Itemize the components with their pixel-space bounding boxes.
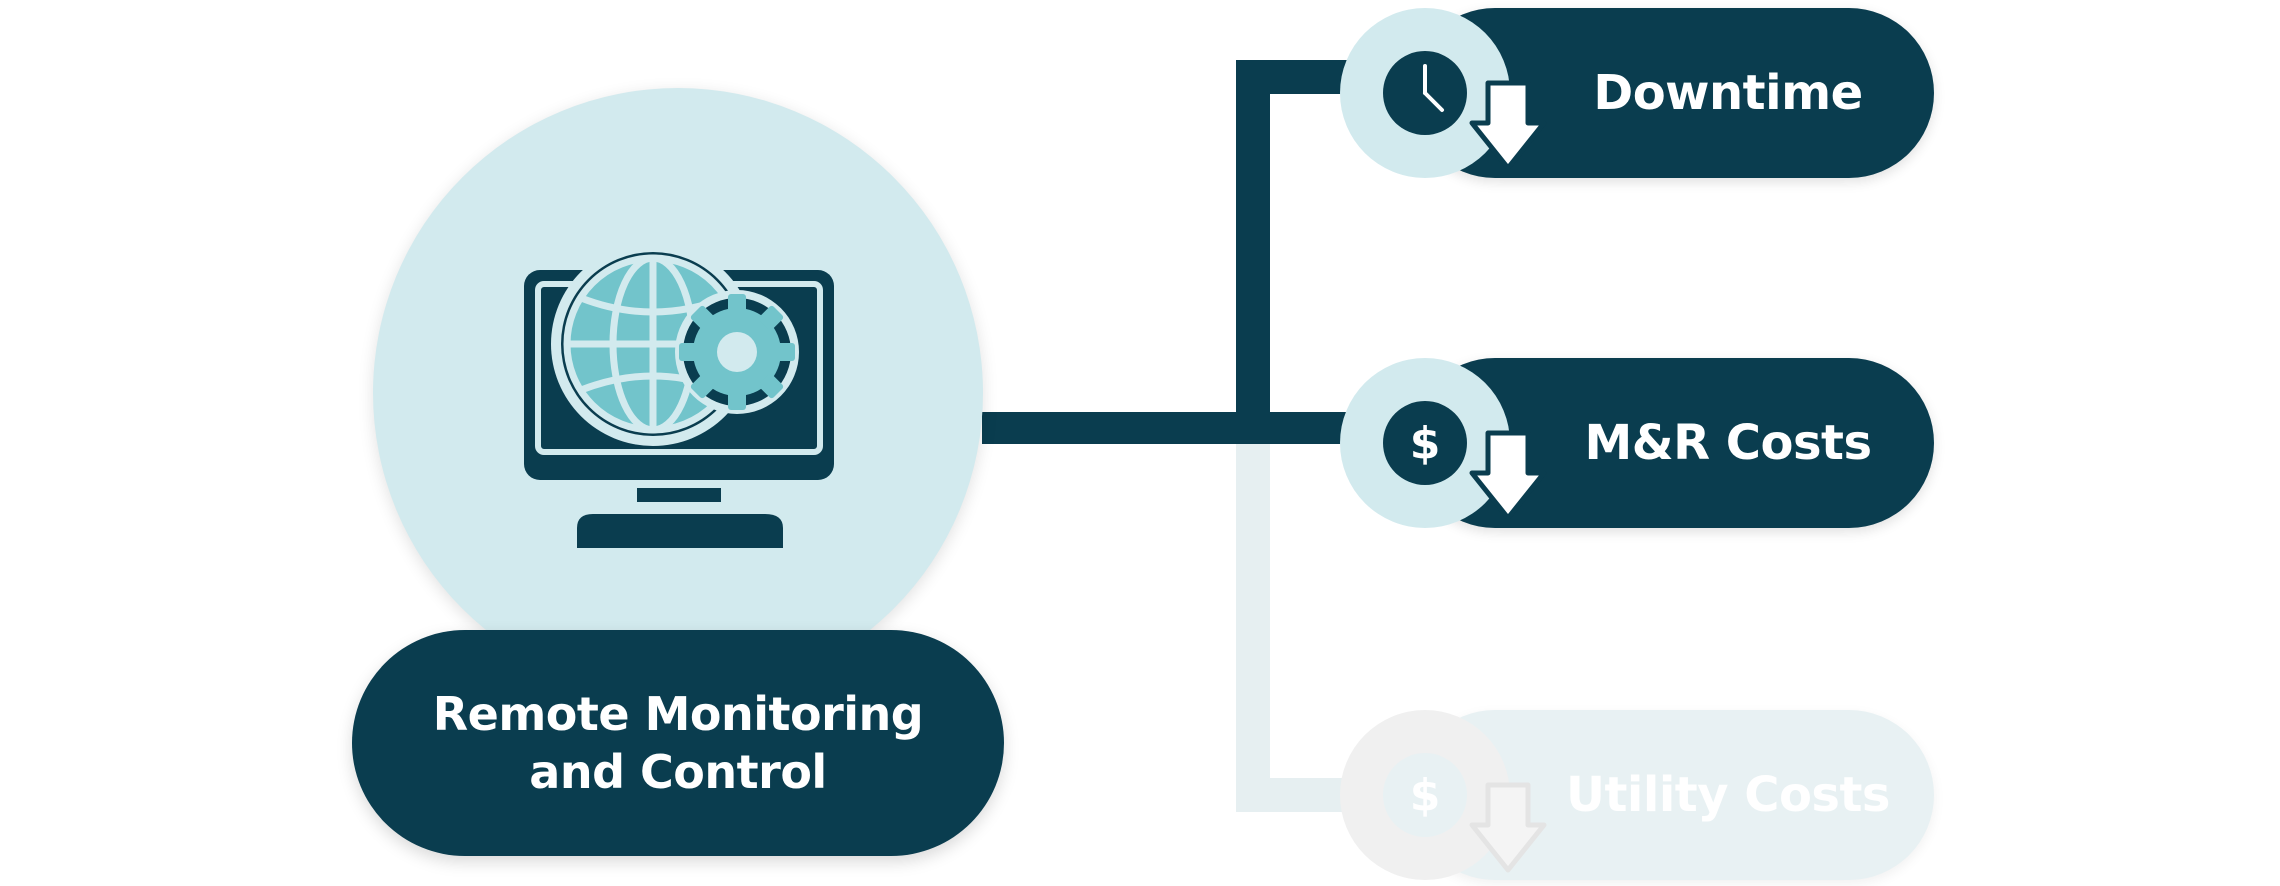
outcome-downtime: Downtime xyxy=(1340,8,1934,178)
hub-label-line2: and Control xyxy=(529,745,827,799)
connector-to-downtime xyxy=(1236,60,1352,94)
svg-text:$: $ xyxy=(1410,418,1441,469)
outcome-label: Utility Costs xyxy=(1565,767,1891,823)
outcome-mr-costs: $ M&R Costs xyxy=(1340,358,1934,528)
down-arrow-icon xyxy=(1469,430,1547,521)
connector-vertical-top xyxy=(1236,60,1270,444)
clock-icon xyxy=(1383,51,1547,171)
outcome-utility-costs: $ Utility Costs xyxy=(1340,710,1934,880)
hub-label: Remote Monitoring and Control xyxy=(432,685,924,801)
monitor-globe-gear-icon xyxy=(524,242,834,548)
outcome-label: Downtime xyxy=(1593,65,1863,121)
connector-hub-to-branch xyxy=(982,412,1352,444)
hub-label-line1: Remote Monitoring xyxy=(432,687,924,741)
down-arrow-icon xyxy=(1469,80,1547,171)
connector-to-utility-costs xyxy=(1236,778,1352,812)
down-arrow-icon xyxy=(1469,782,1547,873)
svg-text:$: $ xyxy=(1410,770,1441,821)
dollar-icon: $ xyxy=(1383,401,1547,521)
outcome-label: M&R Costs xyxy=(1584,415,1872,471)
dollar-icon: $ xyxy=(1383,753,1547,873)
connector-vertical-bottom xyxy=(1236,444,1270,812)
hub-label-pill: Remote Monitoring and Control xyxy=(352,630,1004,856)
